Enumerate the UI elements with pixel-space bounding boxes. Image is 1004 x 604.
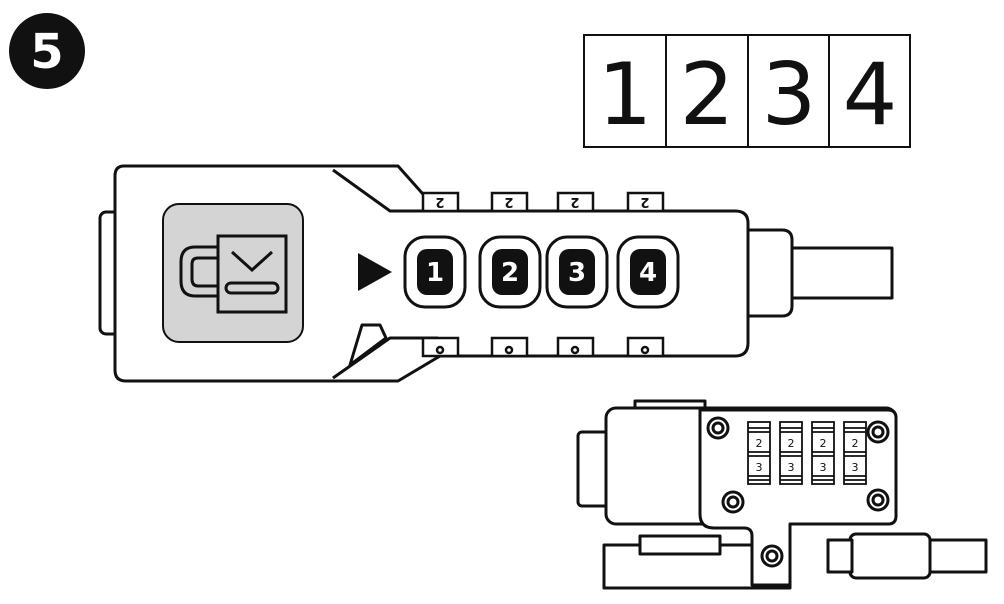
wheel-4-lower: 3	[852, 461, 859, 474]
lock-top-ticks	[421, 191, 665, 213]
top-tick-1: 2	[435, 194, 444, 209]
dial-1: 1	[403, 235, 467, 309]
side-wheel-4	[843, 421, 867, 485]
lock-cable	[786, 246, 894, 300]
wheel-1-upper: 2	[756, 437, 763, 450]
wheel-2-lower: 3	[788, 461, 795, 474]
lock-dials: 1 2 3 4	[403, 235, 680, 309]
code-digit-1: 1	[598, 45, 653, 145]
side-base-plate	[602, 543, 792, 590]
dial-2: 2	[478, 235, 542, 309]
wheel-4-upper: 2	[852, 437, 859, 450]
side-screws	[706, 416, 890, 568]
wheel-2-upper: 2	[788, 437, 795, 450]
side-wheel-labels: 2 3 2 3 2 3 2 3	[756, 437, 859, 474]
code-digit-3: 3	[762, 45, 817, 145]
code-digit-2: 2	[680, 45, 735, 145]
wheel-1-lower: 3	[756, 461, 763, 474]
step-badge: 5	[9, 13, 85, 89]
wheel-3-upper: 2	[820, 437, 827, 450]
side-wheel-2	[779, 421, 803, 485]
lock-bottom-ticks	[421, 336, 665, 358]
side-wheels	[747, 421, 867, 485]
top-tick-4: 2	[640, 194, 649, 209]
wheel-3-lower: 3	[820, 461, 827, 474]
code-display	[583, 34, 911, 148]
release-notch	[348, 323, 388, 367]
dial-4-value: 4	[639, 258, 657, 288]
code-digit-4: 4	[843, 45, 898, 145]
cable-collar	[744, 228, 794, 318]
step-number: 5	[30, 24, 63, 80]
top-tick-3: 2	[570, 194, 579, 209]
dial-3: 3	[545, 235, 609, 309]
side-wheel-1	[747, 421, 771, 485]
side-wheel-3	[811, 421, 835, 485]
dial-3-value: 3	[568, 258, 586, 288]
dial-2-value: 2	[501, 258, 519, 288]
lock-top-tick-labels: 2 2 2 2	[435, 194, 649, 209]
side-cable	[926, 538, 988, 574]
dial-4: 4	[616, 235, 680, 309]
arrow-right-icon	[358, 253, 392, 291]
brand-logo-plate	[162, 203, 304, 343]
padlock-envelope-icon	[179, 234, 288, 314]
dial-1-value: 1	[426, 258, 444, 288]
top-tick-2: 2	[504, 194, 513, 209]
side-cable-collar	[848, 532, 932, 580]
code-digits: 1 2 3 4	[598, 45, 898, 145]
